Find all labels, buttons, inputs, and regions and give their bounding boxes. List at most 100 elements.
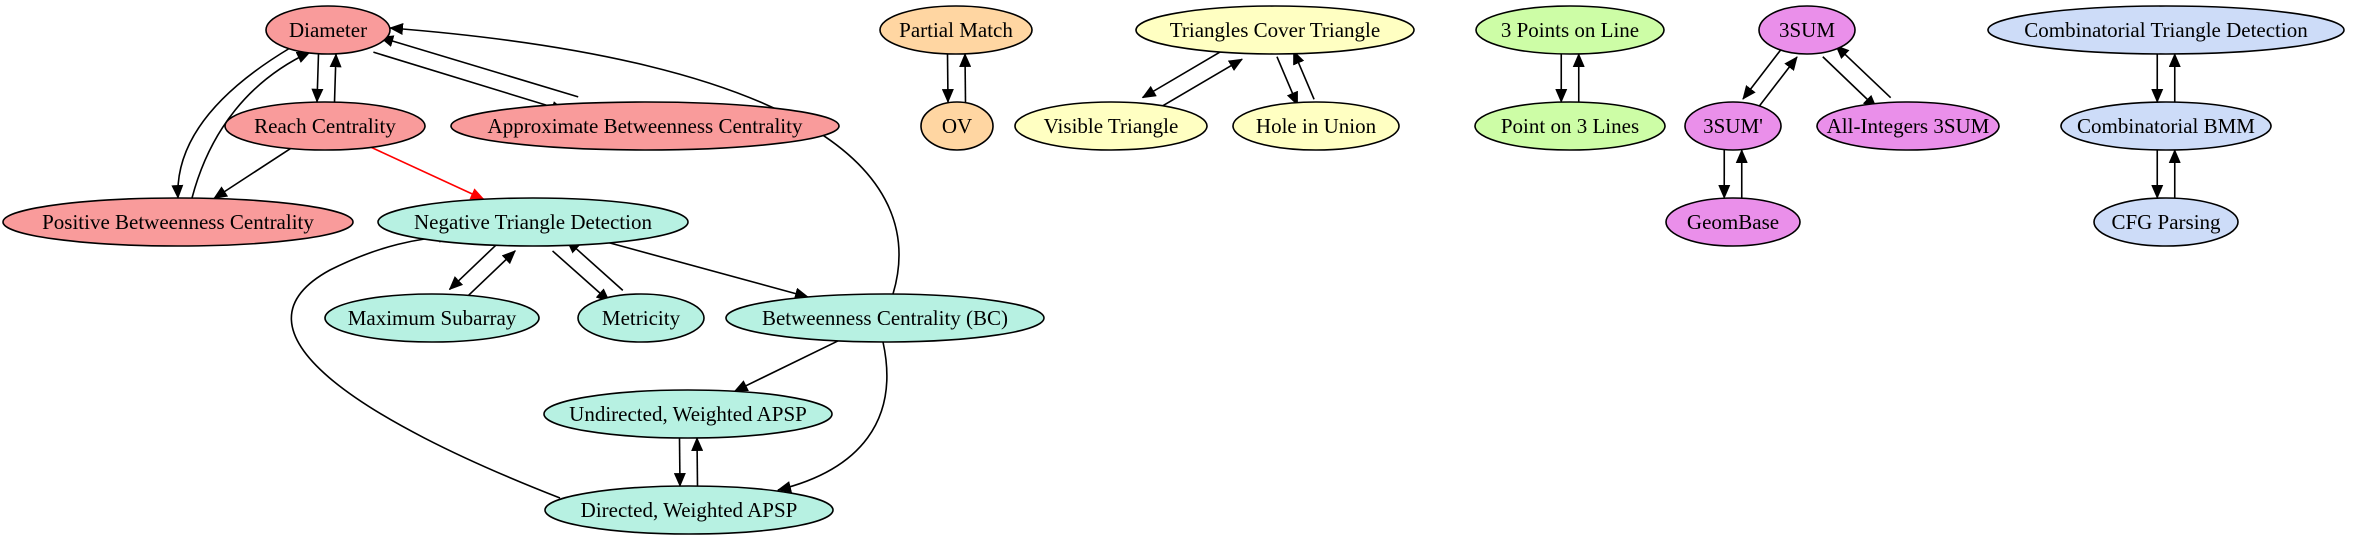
node-label: Hole in Union (1256, 114, 1377, 138)
node-label: Triangles Cover Triangle (1170, 18, 1380, 42)
edge-reach-centrality-to-positive-bc (213, 147, 291, 200)
node-label: 3 Points on Line (1501, 18, 1639, 42)
edge-reach-centrality-to-diameter (329, 53, 342, 103)
node-ellipse (450, 101, 840, 151)
node-geombase: GeomBase (1665, 197, 1801, 247)
node-label: Point on 3 Lines (1501, 114, 1639, 138)
node-ellipse (1684, 101, 1782, 151)
node-ellipse (1665, 197, 1801, 247)
node-ellipse (1816, 101, 2000, 151)
node-label: Metricity (602, 306, 681, 330)
node-label: Diameter (289, 18, 367, 42)
node-ellipse (324, 293, 540, 343)
node-ellipse (1474, 101, 1666, 151)
node-ellipse (543, 389, 833, 439)
node-directed-apsp: Directed, Weighted APSP (544, 485, 834, 535)
edge-positive-bc-to-diameter (191, 51, 311, 199)
node-approx-bc: Approximate Betweenness Centrality (450, 101, 840, 151)
edge-triangles-cover-to-hole-in-union (1276, 56, 1299, 106)
node-label: Partial Match (899, 18, 1013, 42)
node-hole-in-union: Hole in Union (1232, 101, 1400, 151)
node-partial-match: Partial Match (879, 5, 1033, 55)
node-threesum: 3SUM (1758, 5, 1856, 55)
edge-triangles-cover-to-visible-triangle (1141, 46, 1230, 99)
node-ellipse (224, 101, 426, 151)
node-three-points: 3 Points on Line (1475, 5, 1665, 55)
node-ellipse (879, 5, 1033, 55)
edge-directed-apsp-to-negative-triangle (290, 230, 561, 499)
node-label: Negative Triangle Detection (414, 210, 652, 234)
node-cfg-parsing: CFG Parsing (2093, 197, 2239, 247)
edge-negative-triangle-to-metricity (552, 250, 611, 303)
node-label: Maximum Subarray (348, 306, 517, 330)
node-triangles-cover: Triangles Cover Triangle (1135, 5, 1415, 55)
edge-hole-in-union-to-triangles-cover (1292, 50, 1315, 100)
edge-metricity-to-negative-triangle (566, 239, 624, 291)
edge-threesum-to-all-integers-3sum (1822, 56, 1878, 109)
edge-negative-triangle-to-max-subarray (448, 239, 502, 291)
node-bc: Betweenness Centrality (BC) (725, 293, 1045, 343)
edge-negative-triangle-to-bc (609, 242, 809, 300)
node-ellipse (1987, 5, 2345, 55)
node-label: Directed, Weighted APSP (581, 498, 798, 522)
node-label: GeomBase (1687, 210, 1779, 234)
edge-approx-bc-to-diameter (379, 35, 579, 98)
edge-bc-to-directed-apsp (777, 341, 888, 493)
node-label: OV (942, 114, 972, 138)
edge-visible-triangle-to-triangles-cover (1154, 58, 1243, 111)
node-visible-triangle: Visible Triangle (1014, 101, 1208, 151)
node-ellipse (2093, 197, 2239, 247)
edge-all-integers-3sum-to-threesum (1835, 44, 1892, 99)
node-label: Reach Centrality (254, 114, 396, 138)
node-ellipse (1014, 101, 1208, 151)
node-threesum-prime: 3SUM' (1684, 101, 1782, 151)
node-label: CFG Parsing (2111, 210, 2221, 234)
node-ellipse (577, 293, 705, 343)
node-ellipse (2, 197, 354, 247)
node-comb-bmm: Combinatorial BMM (2060, 101, 2272, 151)
edges-layer (171, 23, 2181, 499)
node-label: Undirected, Weighted APSP (569, 402, 807, 426)
node-diameter: Diameter (265, 5, 391, 55)
node-ellipse (265, 5, 391, 55)
node-label: Combinatorial BMM (2077, 114, 2255, 138)
node-reach-centrality: Reach Centrality (224, 101, 426, 151)
edge-diameter-to-reach-centrality (311, 53, 324, 103)
edge-reach-centrality-to-negative-triangle (370, 146, 485, 200)
node-ellipse (1475, 5, 1665, 55)
edge-max-subarray-to-negative-triangle (463, 250, 516, 301)
node-label: Visible Triangle (1044, 114, 1179, 138)
node-point-on-3-lines: Point on 3 Lines (1474, 101, 1666, 151)
node-label: Approximate Betweenness Centrality (488, 114, 803, 138)
node-label: Positive Betweenness Centrality (42, 210, 314, 234)
node-ellipse (1758, 5, 1856, 55)
edge-diameter-to-positive-bc (171, 47, 291, 199)
node-ellipse (1232, 101, 1400, 151)
edge-bc-to-undirected-apsp (733, 340, 839, 393)
edge-partial-match-to-ov (941, 54, 954, 104)
edge-bc-to-diameter (389, 23, 900, 295)
edge-diameter-to-approx-bc (373, 51, 566, 113)
node-ov: OV (920, 101, 994, 151)
node-comb-triangle: Combinatorial Triangle Detection (1987, 5, 2345, 55)
node-ellipse (377, 197, 689, 247)
node-label: Betweenness Centrality (BC) (762, 306, 1008, 330)
node-ellipse (544, 485, 834, 535)
node-all-integers-3sum: All-Integers 3SUM (1816, 101, 2000, 151)
node-max-subarray: Maximum Subarray (324, 293, 540, 343)
node-label: 3SUM' (1703, 114, 1763, 138)
node-label: Combinatorial Triangle Detection (2024, 18, 2308, 42)
node-ellipse (1135, 5, 1415, 55)
edge-threesum-to-threesum-prime (1742, 47, 1783, 100)
node-metricity: Metricity (577, 293, 705, 343)
node-ellipse (2060, 101, 2272, 151)
node-positive-bc: Positive Betweenness Centrality (2, 197, 354, 247)
node-negative-triangle: Negative Triangle Detection (377, 197, 689, 247)
node-undirected-apsp: Undirected, Weighted APSP (543, 389, 833, 439)
node-label: All-Integers 3SUM (1827, 114, 1990, 138)
edge-threesum-prime-to-threesum (1757, 56, 1798, 109)
node-label: 3SUM (1779, 18, 1835, 42)
node-ellipse (725, 293, 1045, 343)
